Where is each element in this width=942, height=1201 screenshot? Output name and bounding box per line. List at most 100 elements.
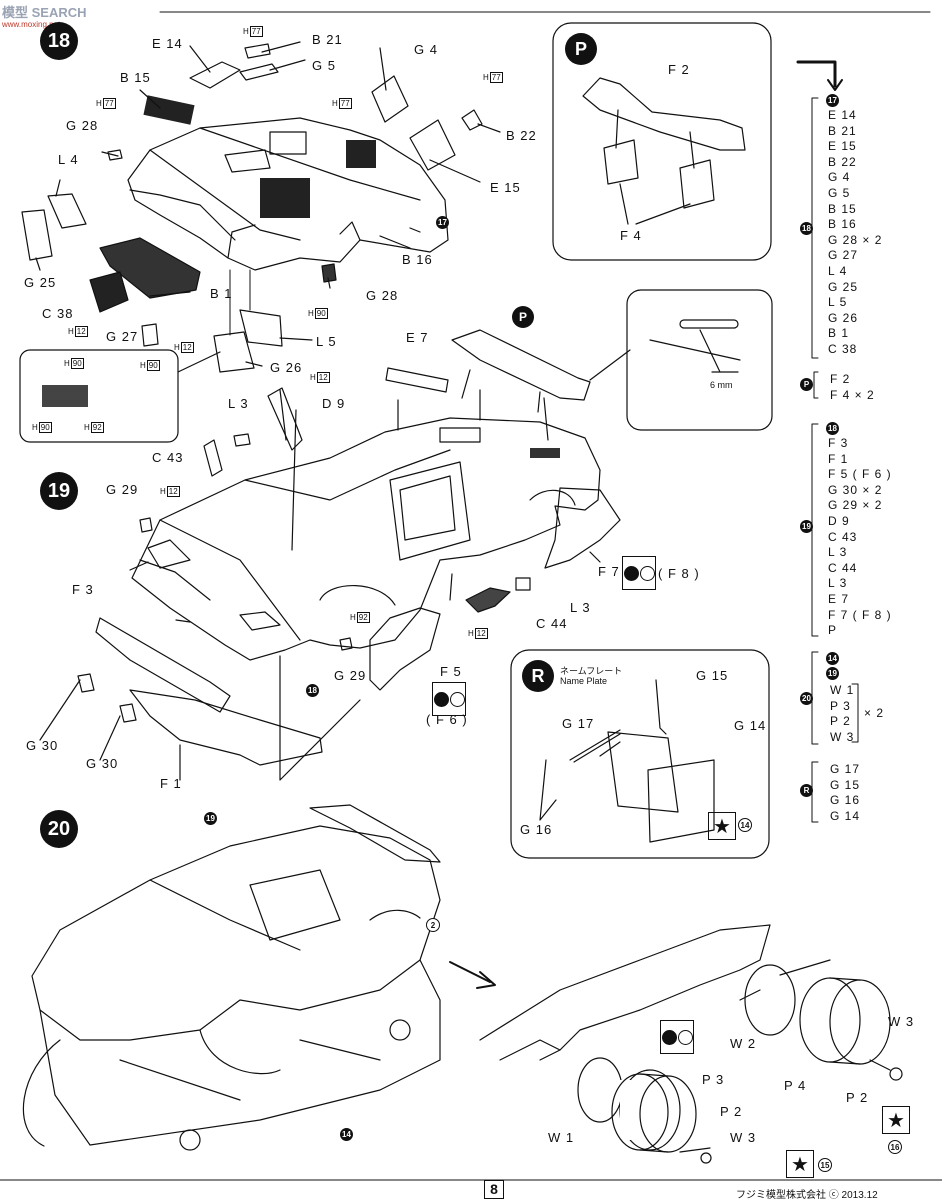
label-e7: E 7 [406,330,429,345]
parts-list-20-multiplier: × 2 [864,706,885,720]
label-c44: C 44 [536,616,568,631]
label-c38: C 38 [42,306,74,321]
ref-17-badge: 17 [436,216,449,229]
label-w3-b: W 3 [730,1130,757,1145]
label-g16: G 16 [520,822,553,837]
parts-list-item: C 38 [828,341,858,356]
label-b21: B 21 [312,32,343,47]
parts-list-item: G 14 [830,808,861,823]
parts-list-item: B 22 [828,154,857,169]
label-c43: C 43 [152,450,184,465]
decal-14-ref: 14 [738,818,752,832]
decal-16-ref: 16 [888,1140,902,1154]
decal-star-14: ★ [708,812,736,840]
list-header-14: 14 [826,652,839,665]
ref-14-badge: 14 [340,1128,353,1141]
parts-list-item: C 44 [828,560,858,575]
parts-list-item: E 15 [828,139,857,154]
ref-19-badge: 19 [204,812,217,825]
step-19-badge: 19 [40,472,78,510]
step19-parts [39,329,621,781]
detail-box [626,289,773,431]
label-p3: P 3 [702,1072,725,1087]
label-w2: W 2 [730,1036,757,1051]
parts-list-item: E 14 [828,108,857,122]
label-l5: L 5 [316,334,337,349]
panel-r-badge: R [522,660,554,692]
label-g26: G 26 [270,360,303,375]
parts-list-item: L 3 [828,576,848,591]
parts-list-item: B 21 [828,123,857,138]
decal-star-16: ★ [882,1106,910,1134]
label-f6: ( F 6 ) [426,712,468,727]
ref-18-badge: 18 [306,684,319,697]
parts-list-item: B 15 [828,201,857,216]
panel-p-badge: P [565,33,597,65]
label-g14: G 14 [734,718,767,733]
label-f1: F 1 [160,776,182,791]
label-b16: B 16 [402,252,433,267]
list-group-p-badge: P [800,378,813,391]
label-f8: ( F 8 ) [658,566,700,581]
step18-car-body [127,117,449,271]
parts-list-item: G 5 [828,185,851,200]
label-p2-b: P 2 [720,1104,743,1119]
step-20-badge: 20 [40,810,78,848]
list-header-19: 19 [826,667,839,680]
label-g25: G 25 [24,275,57,290]
page-number: 8 [484,1180,504,1199]
list-header-18: 18 [826,422,839,435]
label-6mm: 6 mm [710,380,733,390]
label-g30-b: G 30 [86,756,119,771]
parts-list-item: F 5 ( F 6 ) [828,467,892,482]
label-w3-a: W 3 [888,1014,915,1029]
panel-r-frame [510,649,770,859]
company-copyright: フジミ模型株式会社 ⓒ 2013.12 [736,1190,878,1201]
parts-list-item: F 3 [828,436,849,450]
label-g17: G 17 [562,716,595,731]
label-p4: P 4 [784,1078,807,1093]
parts-list-item: P 3 [830,698,851,713]
label-b22: B 22 [506,128,537,143]
parts-list-item: L 3 [828,545,848,560]
panel-r-parts [539,679,715,843]
label-g27: G 27 [106,329,139,344]
label-g30-a: G 30 [26,738,59,753]
label-w1: W 1 [548,1130,575,1145]
label-f7: F 7 [598,564,620,579]
parts-list-item: F 1 [828,451,849,466]
label-b15: B 15 [120,70,151,85]
panel-p-wing [582,77,746,225]
list-group-18-badge: 18 [800,222,813,235]
label-f5: F 5 [440,664,462,679]
list-header-17: 17 [826,94,839,107]
decal-15-ref: 15 [818,1158,832,1172]
label-g29-a: G 29 [106,482,139,497]
parts-list-item: F 7 ( F 8 ) [828,607,892,622]
parts-list-item: G 30 × 2 [828,482,883,497]
panel-p-frame [552,22,772,261]
watermark-site: www.moxing.net [2,20,61,29]
parts-list-item: G 16 [830,793,861,808]
parts-list-item: G 28 × 2 [828,232,883,247]
label-g28-b: G 28 [366,288,399,303]
parts-list-item: W 3 [830,729,855,744]
label-g5: G 5 [312,58,336,73]
watermark-brand: 模型 SEARCH [2,5,87,20]
parts-list-item: G 4 [828,170,851,185]
parts-list-item: E 7 [828,591,850,606]
label-f3: F 3 [72,582,94,597]
step20-car [22,804,441,1151]
